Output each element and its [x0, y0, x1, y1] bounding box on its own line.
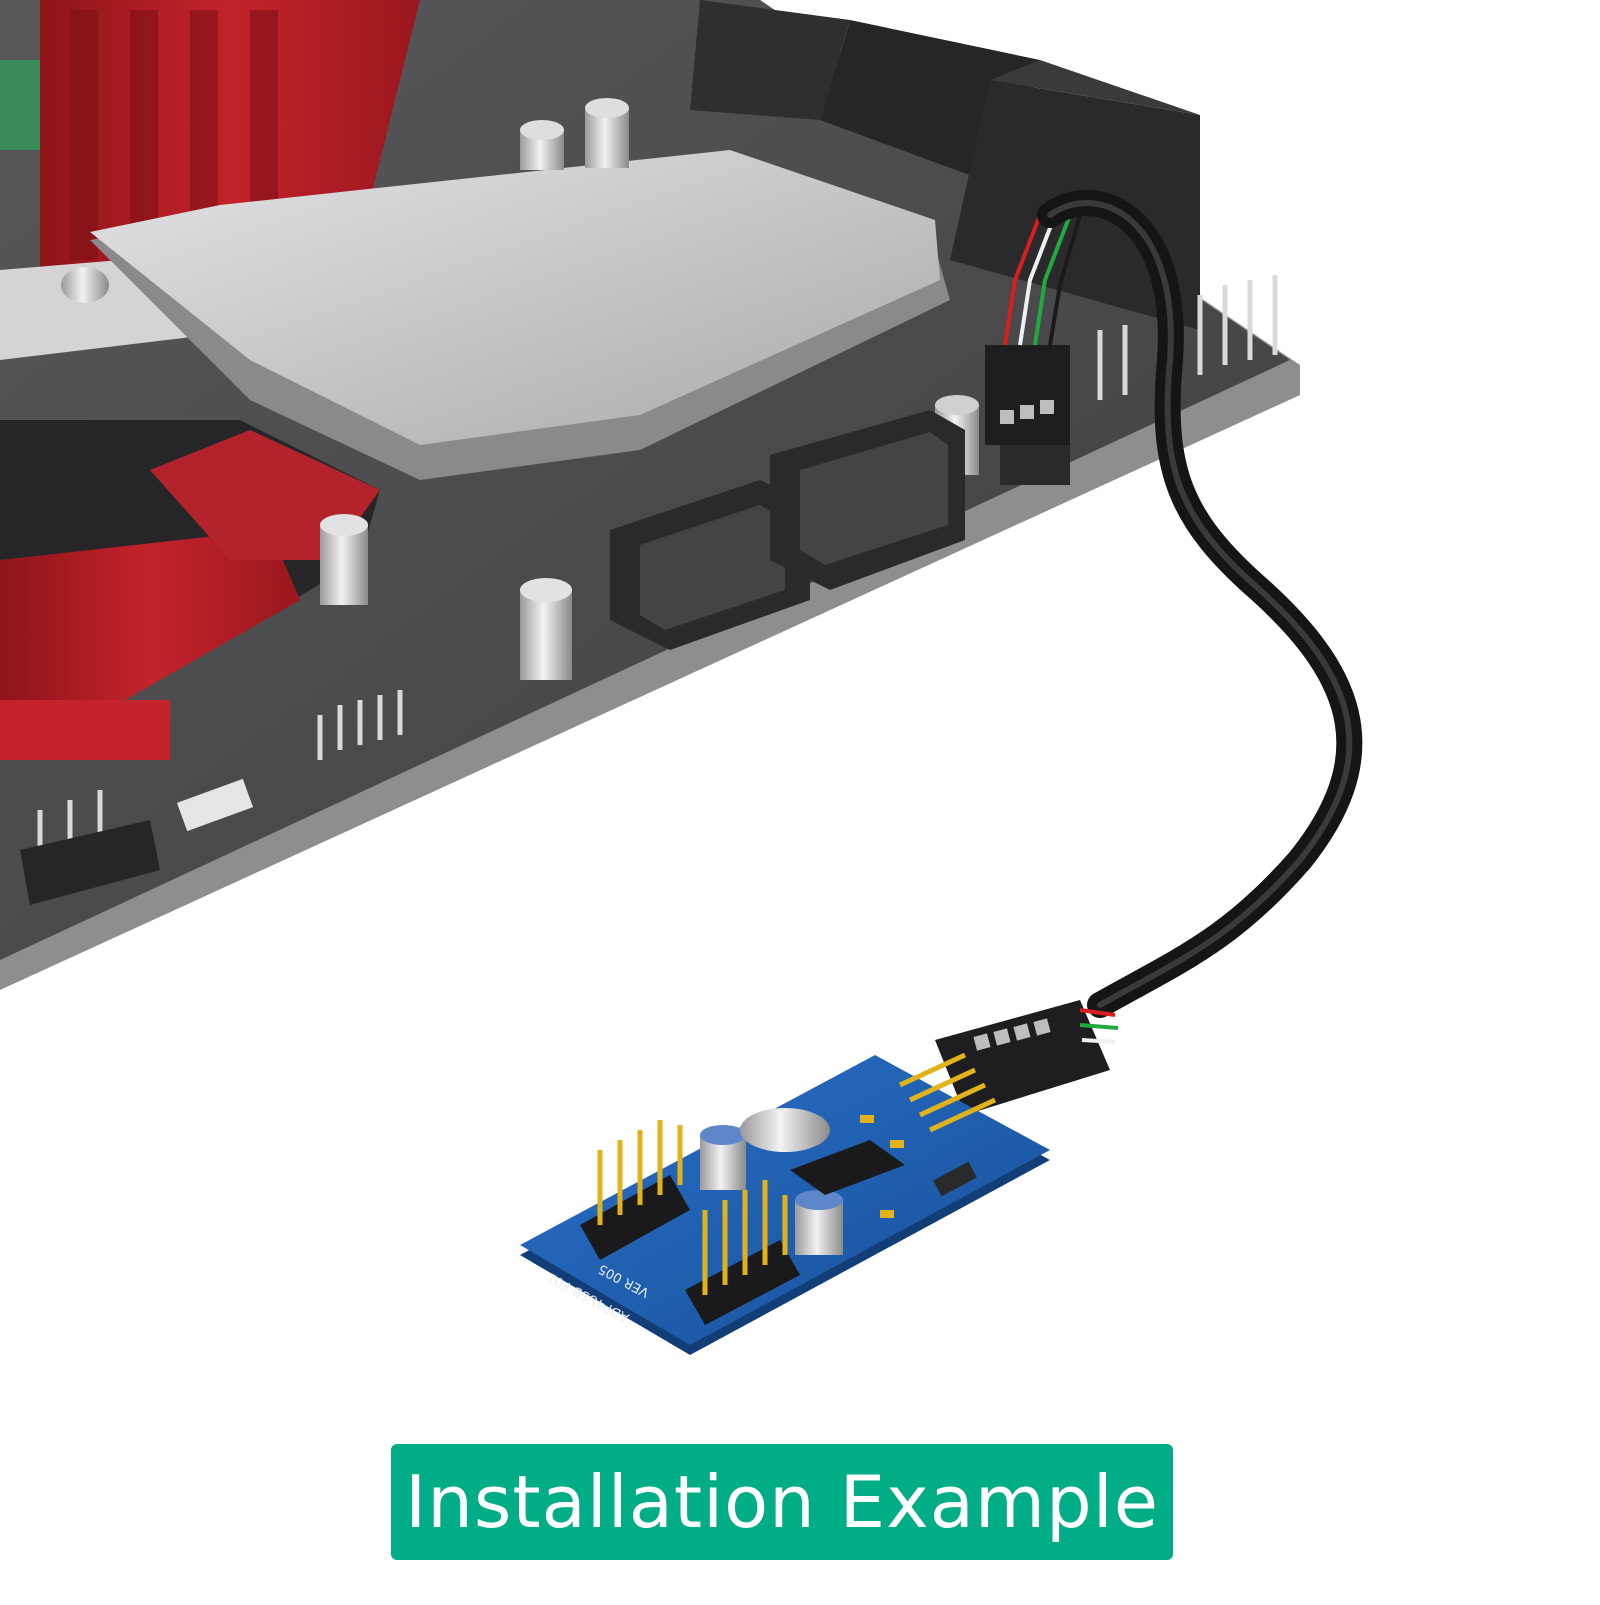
- shrouded-headers: [610, 410, 965, 650]
- capacitors-top: [520, 98, 629, 170]
- screw: [61, 267, 109, 303]
- chipset-heatsink: [90, 150, 950, 480]
- black-header: [20, 820, 160, 905]
- installation-example-banner: Installation Example: [391, 1444, 1173, 1560]
- motherboard-usb-header: [985, 345, 1070, 485]
- pcie-slot: [0, 420, 380, 760]
- small-chip: [176, 778, 254, 832]
- hub-output-headers: [580, 1052, 997, 1325]
- header-wires-top: [1003, 214, 1082, 346]
